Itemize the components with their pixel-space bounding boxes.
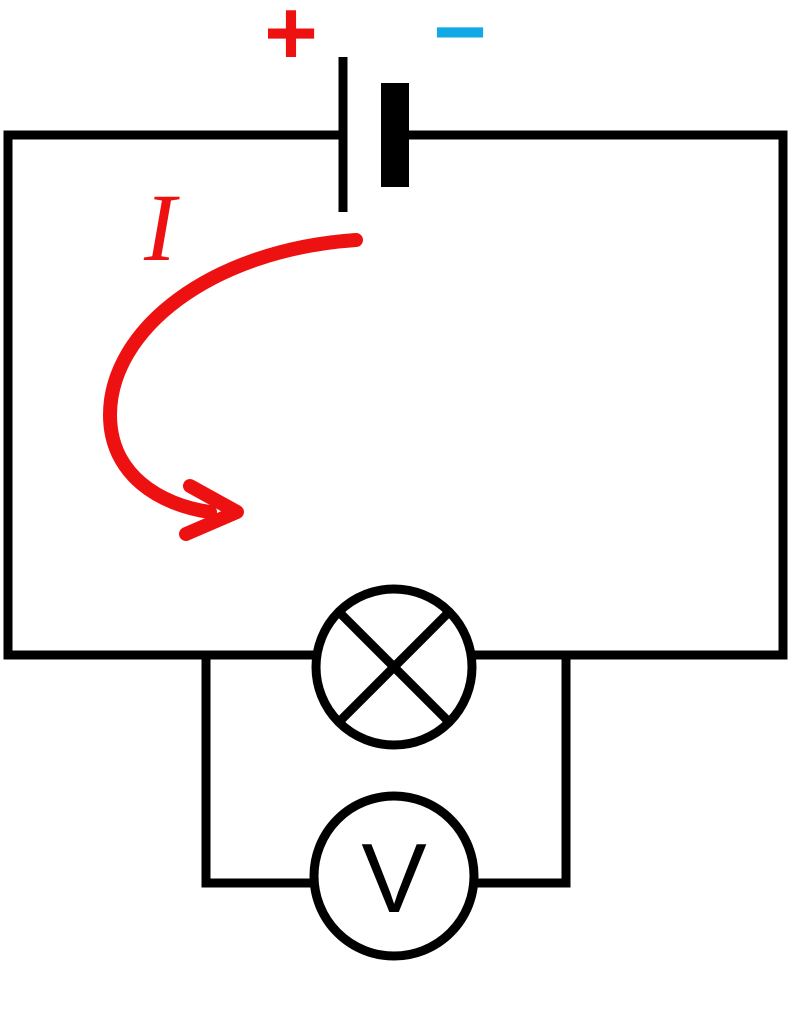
voltmeter-right-wire [475, 655, 571, 888]
top-right-wire [408, 130, 788, 660]
positive-terminal-label: + [264, 0, 318, 84]
battery-negative-plate [381, 83, 409, 187]
lamp-cross-line-2 [335, 608, 453, 726]
voltmeter-label: V [361, 823, 426, 933]
current-direction-arrow [102, 233, 363, 541]
negative-terminal-label: − [433, 0, 487, 83]
main-circuit-wires [3, 130, 788, 660]
lamp-symbol [311, 584, 477, 750]
current-arrow-head [179, 479, 244, 541]
voltmeter-left-wire [201, 655, 315, 888]
battery-cell [338, 57, 409, 212]
voltmeter-branch-wires [201, 655, 571, 888]
current-label: I [143, 174, 180, 281]
current-arrow-curve [102, 233, 363, 519]
voltmeter-symbol: V [309, 791, 479, 961]
top-left-wire [3, 130, 343, 660]
voltmeter-circle [309, 791, 479, 961]
